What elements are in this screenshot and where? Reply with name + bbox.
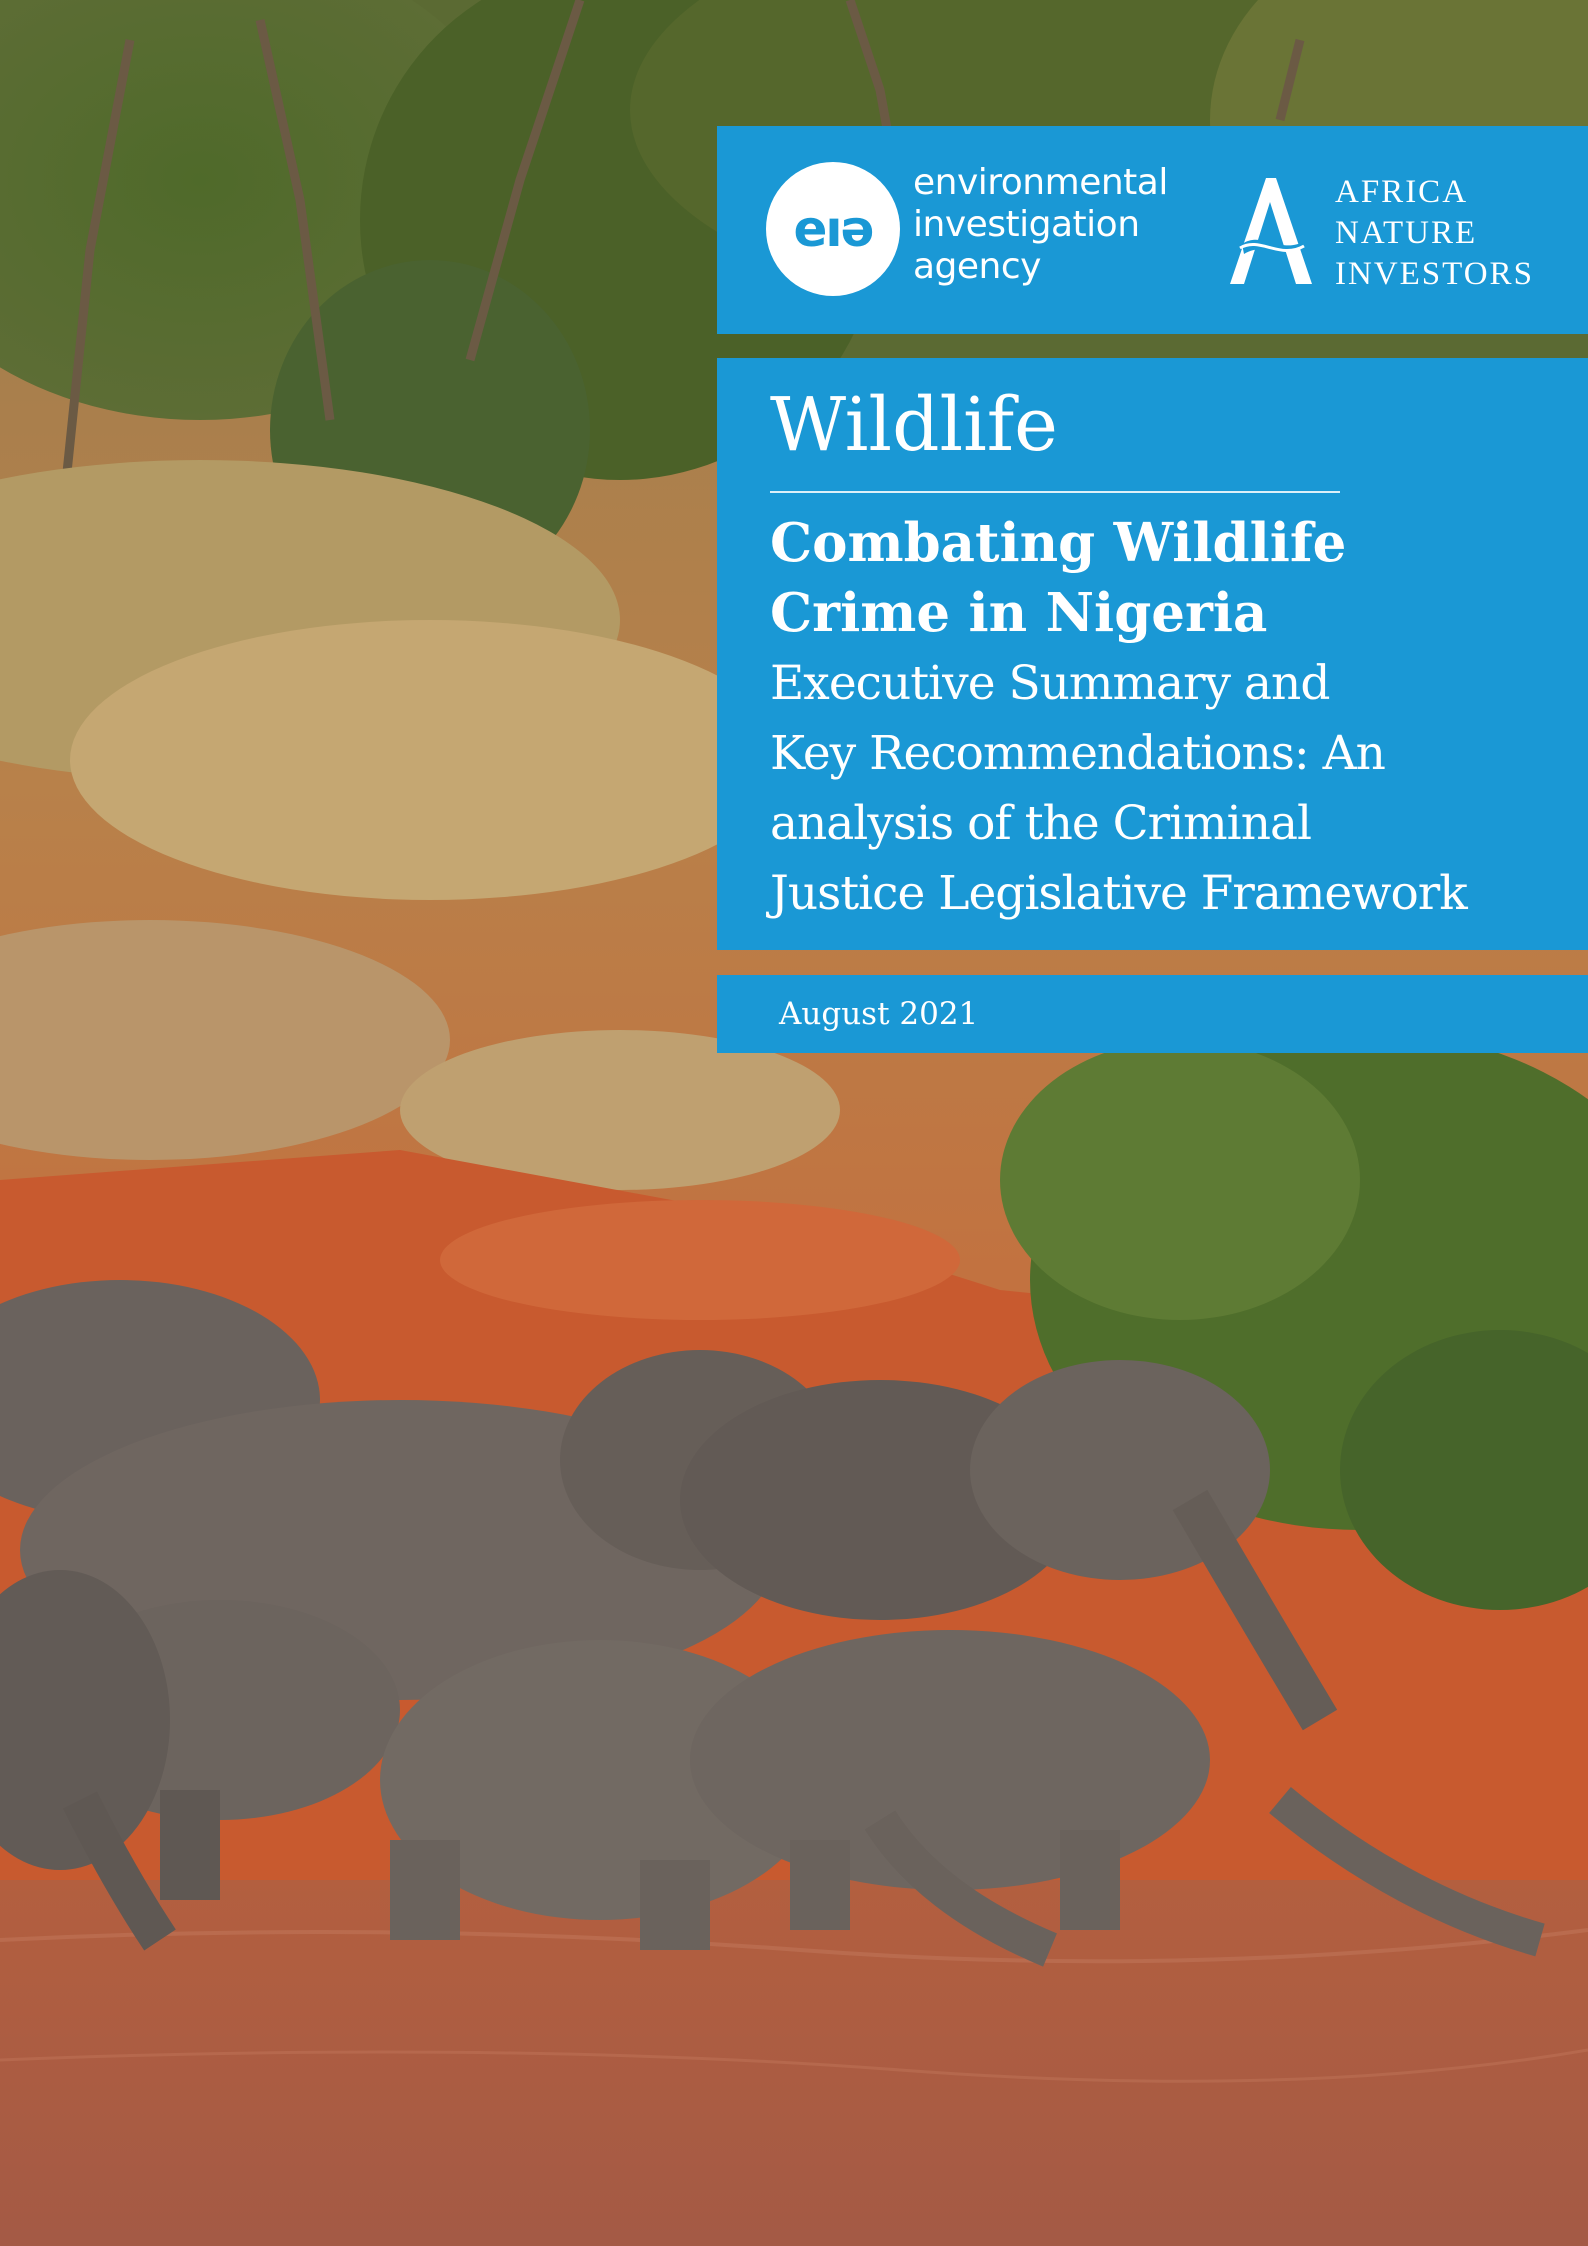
eia-wordmark-line: investigation bbox=[913, 204, 1140, 245]
elephant-herd bbox=[0, 1280, 1545, 1967]
section-label: Wildlife bbox=[770, 382, 1058, 468]
report-subtitle-line: Justice Legislative Framework bbox=[770, 866, 1468, 921]
ani-wordmark-line: INVESTORS bbox=[1335, 256, 1534, 292]
ani-wordmark-line: NATURE bbox=[1335, 215, 1478, 251]
publication-date: August 2021 bbox=[779, 996, 979, 1032]
report-subtitle-line: Key Recommendations: An bbox=[770, 726, 1386, 781]
report-subtitle-line: analysis of the Criminal bbox=[770, 796, 1312, 851]
africa-nature-investors-wordmark: AFRICA NATURE INVESTORS bbox=[1335, 172, 1534, 295]
eia-wordmark-line: agency bbox=[913, 246, 1041, 287]
eia-logo-wordmark: environmental investigation agency bbox=[913, 162, 1168, 288]
logo-bar: eıə environmental investigation agency A… bbox=[717, 126, 1588, 334]
title-divider bbox=[770, 491, 1340, 493]
report-title-line: Crime in Nigeria bbox=[770, 582, 1268, 644]
title-box: Wildlife Combating Wildlife Crime in Nig… bbox=[717, 358, 1588, 950]
eia-wordmark-line: environmental bbox=[913, 162, 1168, 203]
report-title: Combating Wildlife Crime in Nigeria bbox=[770, 508, 1570, 648]
date-bar: August 2021 bbox=[717, 975, 1588, 1053]
africa-nature-investors-logo-mark bbox=[1230, 178, 1312, 284]
report-title-line: Combating Wildlife bbox=[770, 512, 1347, 574]
ani-wordmark-line: AFRICA bbox=[1335, 174, 1469, 210]
eia-logo-mark-text: eıə bbox=[793, 200, 875, 258]
report-subtitle: Executive Summary and Key Recommendation… bbox=[770, 649, 1570, 929]
report-subtitle-line: Executive Summary and bbox=[770, 656, 1330, 711]
eia-logo-mark: eıə bbox=[766, 162, 900, 296]
